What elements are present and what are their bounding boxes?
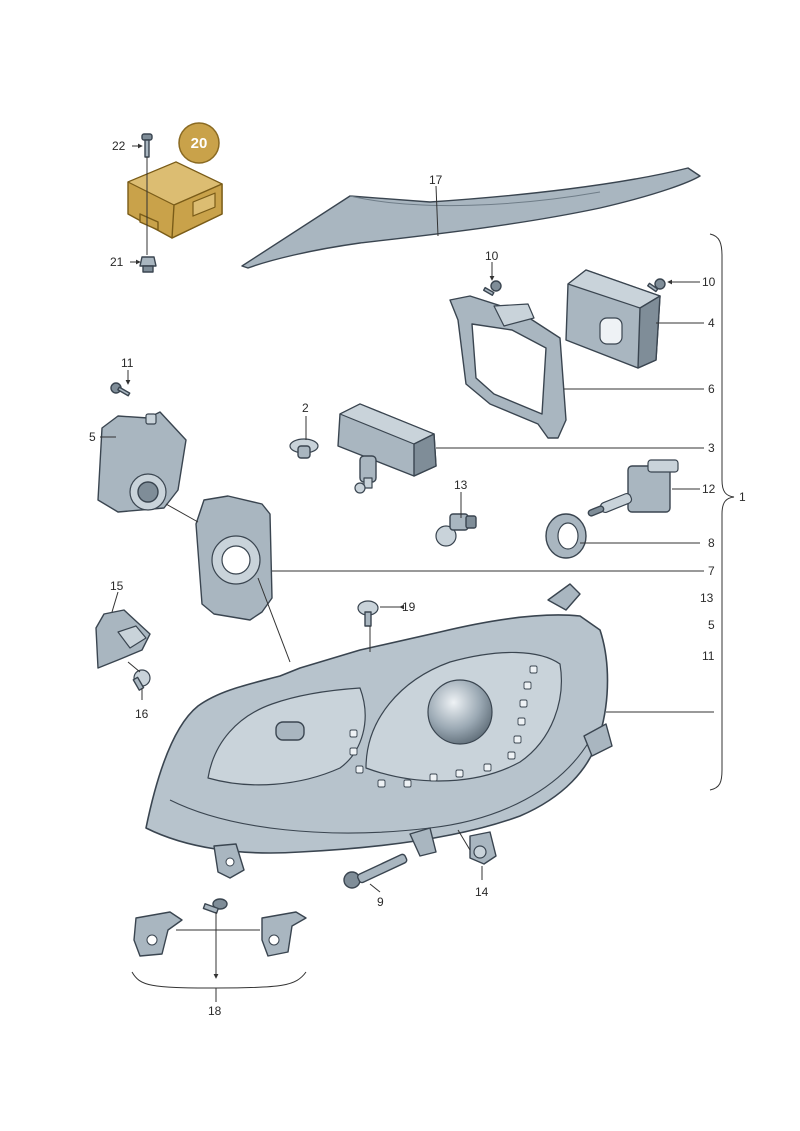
bracket-18-right[interactable] xyxy=(261,911,307,957)
callout-15: 15 xyxy=(110,579,124,593)
callout-6: 6 xyxy=(708,382,715,396)
callout-16: 16 xyxy=(135,707,149,721)
callout-4: 4 xyxy=(708,316,715,330)
callout-2: 2 xyxy=(302,401,309,415)
screw-10-top[interactable] xyxy=(482,280,502,296)
callout-9: 9 xyxy=(377,895,384,909)
cap-2[interactable] xyxy=(289,438,319,459)
nut-21[interactable] xyxy=(139,256,157,273)
callout-18: 18 xyxy=(208,1004,222,1018)
clip-14[interactable] xyxy=(469,831,497,865)
screw-16[interactable] xyxy=(132,669,151,691)
callout-3: 3 xyxy=(708,441,715,455)
screw-22[interactable] xyxy=(141,133,153,158)
part-badge-20[interactable]: 20 xyxy=(178,122,220,164)
bracket-15[interactable] xyxy=(95,609,151,669)
callout-13-center: 13 xyxy=(454,478,468,492)
ballast-module-4[interactable] xyxy=(565,269,661,369)
screw-10-right[interactable] xyxy=(647,278,666,293)
bracket-18-left[interactable] xyxy=(133,911,183,957)
screw-18[interactable] xyxy=(202,898,228,914)
callout-13-right: 13 xyxy=(700,591,714,605)
badge-label: 20 xyxy=(191,135,208,152)
back-cover-7[interactable] xyxy=(195,495,273,621)
callout-11-left: 11 xyxy=(121,356,134,370)
callout-21: 21 xyxy=(110,255,124,269)
trim-strip-17[interactable] xyxy=(241,167,701,269)
screw-19[interactable] xyxy=(357,600,379,627)
bulb-13[interactable] xyxy=(435,513,477,547)
callout-10-top: 10 xyxy=(485,249,499,263)
callout-5-right: 5 xyxy=(708,618,715,632)
headlight-housing-1[interactable] xyxy=(145,583,613,879)
callout-8: 8 xyxy=(708,536,715,550)
ignitor-module-5[interactable] xyxy=(97,411,187,513)
callout-12: 12 xyxy=(702,482,716,496)
callout-17: 17 xyxy=(429,173,443,187)
callout-10-right: 10 xyxy=(702,275,716,289)
control-unit-20[interactable] xyxy=(127,161,223,239)
xenon-bulb-12[interactable] xyxy=(587,459,679,517)
callout-1: 1 xyxy=(739,490,746,504)
callout-19: 19 xyxy=(402,600,416,614)
frame-bracket-6[interactable] xyxy=(449,295,567,439)
leader-lines xyxy=(100,143,735,1002)
bolt-9[interactable] xyxy=(343,853,408,889)
callout-11-right: 11 xyxy=(702,649,715,663)
screw-11-left[interactable] xyxy=(110,382,131,397)
callouts: 22 21 17 10 10 4 6 3 12 1 8 7 13 5 11 2 … xyxy=(89,139,746,1018)
callout-7: 7 xyxy=(708,564,715,578)
level-motor-3[interactable] xyxy=(337,403,437,494)
callout-14: 14 xyxy=(475,885,489,899)
callout-5-left: 5 xyxy=(89,430,96,444)
callout-22: 22 xyxy=(112,139,126,153)
retaining-ring-8[interactable] xyxy=(545,513,587,559)
